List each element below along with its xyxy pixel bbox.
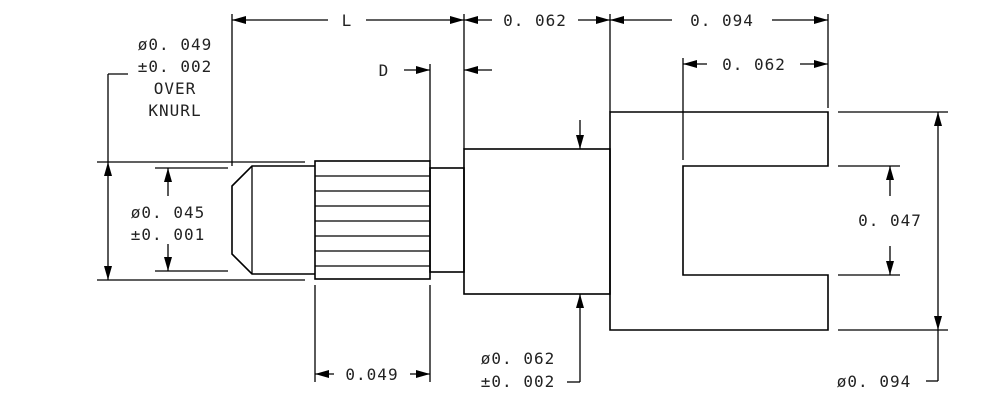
shank-section <box>463 148 611 295</box>
label-knurl-knurl: KNURL <box>148 101 201 120</box>
extension-lines <box>97 14 948 382</box>
label-tip-dia: ø0. 045 <box>131 203 205 222</box>
tip-outline <box>231 165 315 275</box>
label-knurl-tol: ±0. 002 <box>138 57 212 76</box>
label-tip-tol: ±0. 001 <box>131 225 205 244</box>
label-knurl-dia: ø0. 049 <box>138 35 212 54</box>
dimension-labels: L 0. 062 0. 094 0. 062 D ø0. 049 ±0. 002… <box>131 11 922 391</box>
label-dim-d: D <box>379 61 390 80</box>
label-knurl-length: 0.049 <box>345 365 398 384</box>
label-slot-depth: 0. 062 <box>722 55 786 74</box>
label-head-length: 0. 094 <box>690 11 754 30</box>
label-dim-l: L <box>342 11 353 30</box>
label-slot-width: 0. 047 <box>858 211 922 230</box>
knurl-lines <box>315 175 430 267</box>
label-shank-tol: ±0. 002 <box>481 372 555 391</box>
label-knurl-over: OVER <box>154 79 197 98</box>
neck-section <box>429 167 465 273</box>
label-shank-length: 0. 062 <box>503 11 567 30</box>
forked-head <box>609 111 829 331</box>
label-head-dia: ø0. 094 <box>837 372 911 391</box>
dimension-lines <box>104 16 942 383</box>
part-outline <box>231 111 829 331</box>
knurl-section <box>314 160 431 280</box>
label-shank-dia: ø0. 062 <box>481 349 555 368</box>
